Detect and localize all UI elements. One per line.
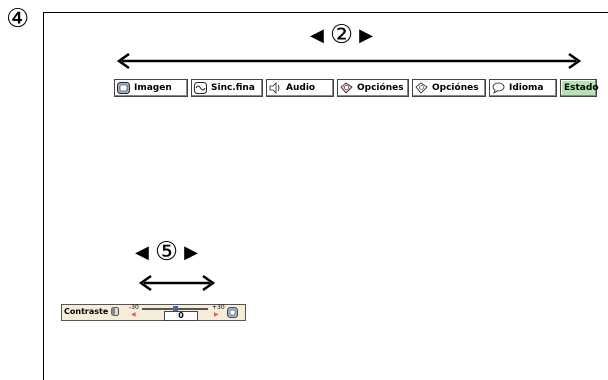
- tab-label: Audio: [286, 83, 316, 93]
- left-triangle-icon: ◀: [310, 24, 324, 46]
- slider-label: Contraste: [64, 307, 109, 316]
- slider-value: 0: [164, 311, 198, 321]
- right-triangle-icon: ▶: [184, 241, 198, 263]
- menu-bar: Imagen Sinc.fina Audio Opciónes Opciónes: [114, 79, 599, 97]
- left-triangle-icon: ◀: [135, 241, 149, 263]
- sync-wave-icon: [194, 82, 207, 94]
- slider-max-label: +30: [212, 304, 225, 311]
- options-icon: [415, 82, 428, 94]
- tab-label: Imagen: [134, 83, 172, 93]
- tab-sinc-fina[interactable]: Sinc.fina: [191, 79, 263, 97]
- slider-nav-number: ⑤: [154, 237, 179, 267]
- speaker-icon: [269, 82, 280, 94]
- tab-opciones-2[interactable]: Opciónes: [412, 79, 486, 97]
- step-number-badge: ④: [6, 4, 30, 34]
- tab-idioma[interactable]: Idioma: [489, 79, 557, 97]
- tab-estado[interactable]: Estado: [560, 79, 599, 97]
- menu-nav-hint: ◀ ② ▶: [310, 20, 373, 50]
- tab-audio[interactable]: Audio: [266, 79, 334, 97]
- menu-nav-number: ②: [329, 20, 354, 50]
- contrast-slider-panel: Contraste -30 ◀ 0 +30 ▶: [61, 304, 246, 321]
- tab-label: Idioma: [509, 83, 544, 93]
- slider-thumb[interactable]: [173, 306, 178, 311]
- options-icon: [340, 82, 353, 94]
- tab-label: Opciónes: [432, 83, 479, 93]
- right-triangle-icon: ▶: [359, 24, 373, 46]
- low-contrast-icon: [111, 307, 119, 316]
- speech-bubble-icon: [492, 82, 505, 94]
- tab-imagen[interactable]: Imagen: [114, 79, 188, 97]
- slider-min-label: -30: [129, 304, 139, 311]
- double-headed-arrow-icon: [116, 53, 582, 69]
- screen-frame: [43, 12, 608, 380]
- double-headed-arrow-icon: [139, 275, 215, 291]
- high-contrast-icon: [227, 307, 238, 318]
- decrease-arrow-icon: ◀: [131, 311, 136, 318]
- tab-opciones-1[interactable]: Opciónes: [337, 79, 409, 97]
- increase-arrow-icon: ▶: [214, 311, 219, 318]
- tab-label: Opciónes: [357, 83, 404, 93]
- slider-nav-hint: ◀ ⑤ ▶: [135, 237, 198, 267]
- tab-label: Estado: [564, 83, 599, 93]
- tab-label: Sinc.fina: [211, 83, 255, 93]
- picture-icon: [117, 82, 130, 94]
